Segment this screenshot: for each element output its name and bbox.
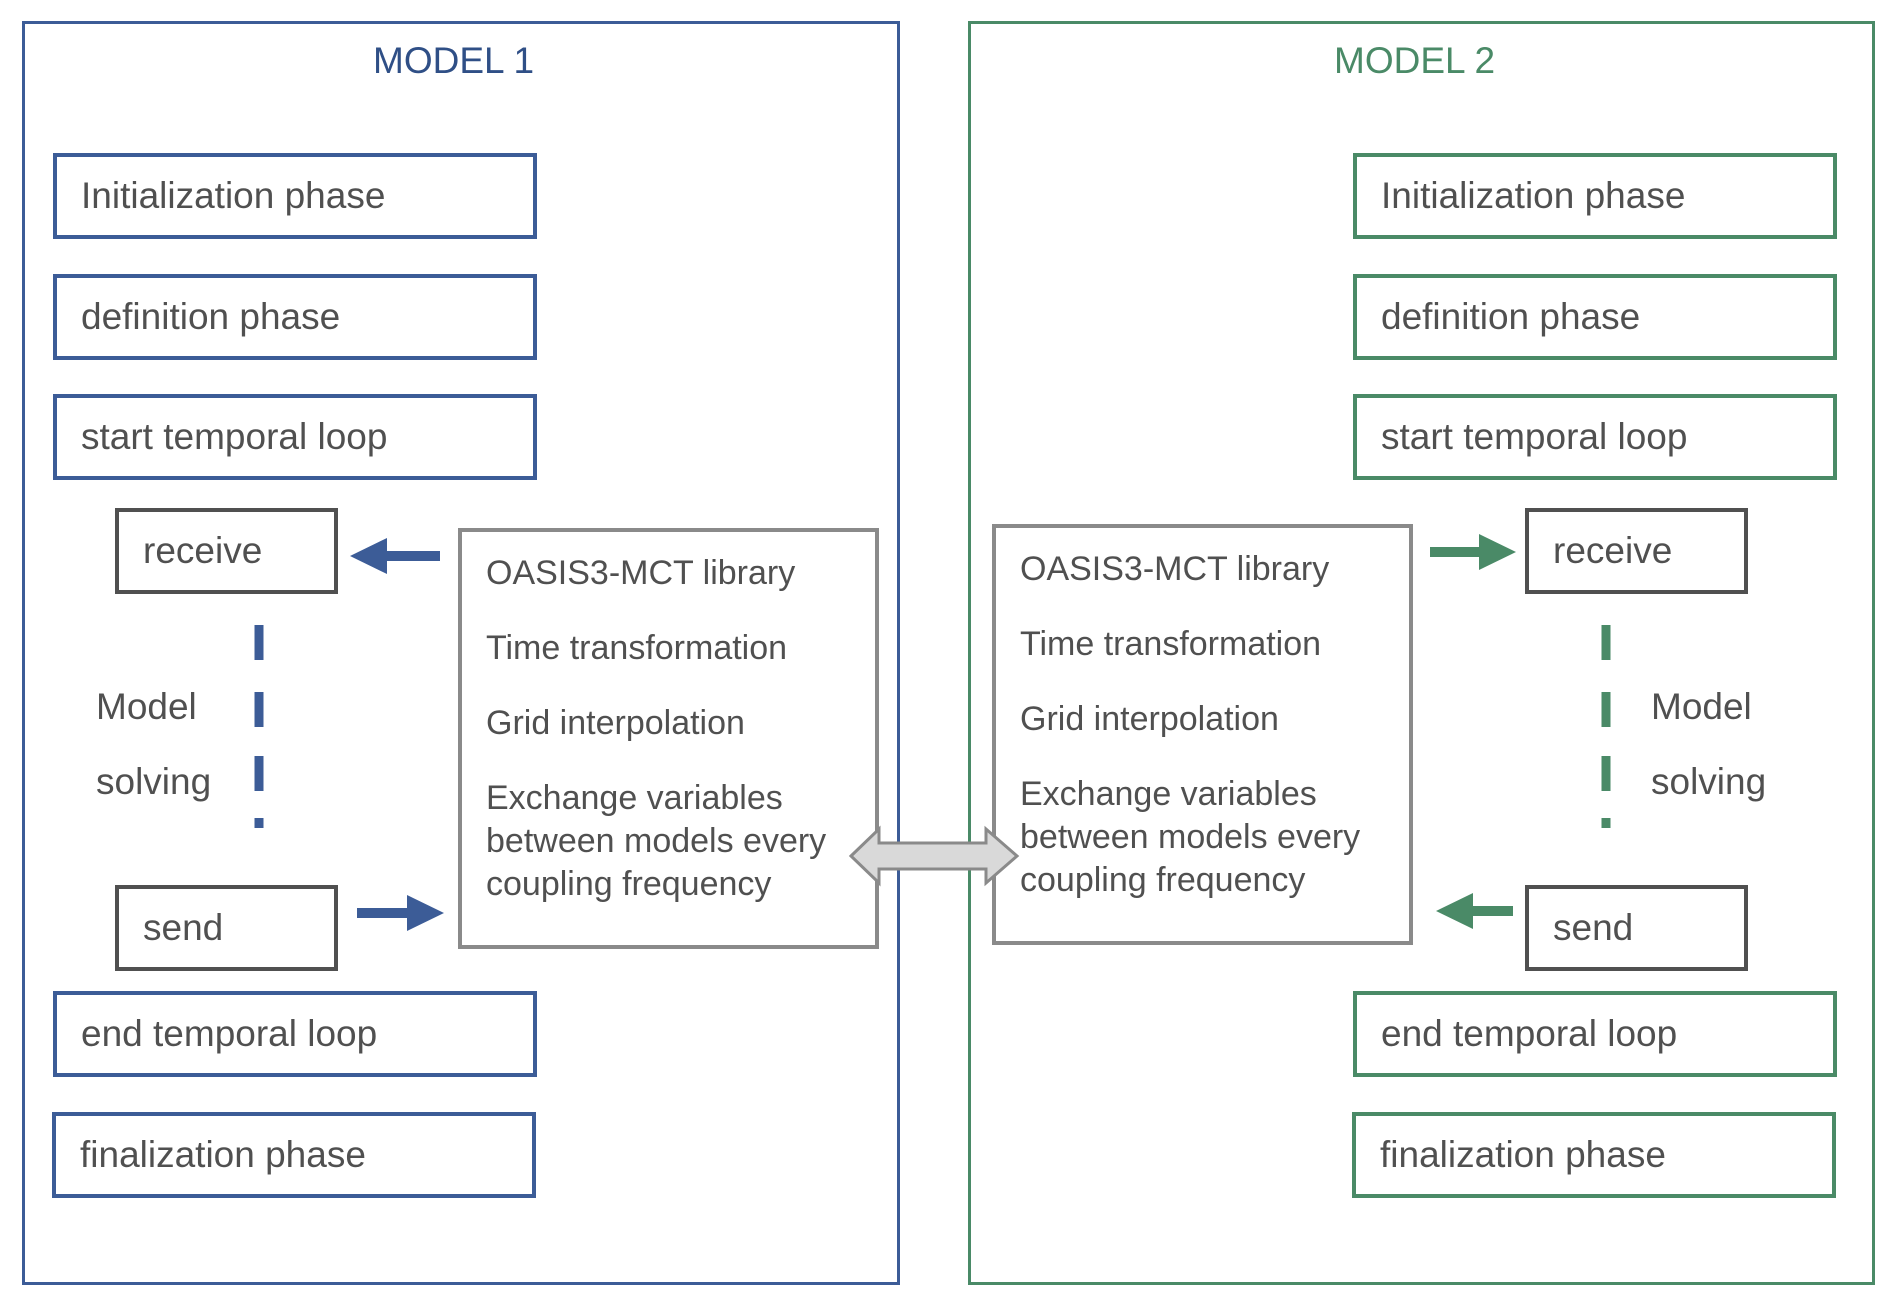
model-2-library-box: OASIS3-MCT library Time transformation G… <box>992 524 1413 945</box>
model-1-definition-label: definition phase <box>81 296 341 337</box>
model-1-finalization-label: finalization phase <box>80 1134 366 1175</box>
model-2-definition-phase: definition phase <box>1353 274 1837 360</box>
model-2-definition-label: definition phase <box>1381 296 1641 337</box>
model-2-title: MODEL 2 <box>1334 40 1496 81</box>
model-1-end-temporal-loop: end temporal loop <box>53 991 537 1077</box>
model-2-solving-word-1: Model <box>1651 686 1752 727</box>
model-2-receive-label: receive <box>1553 530 1673 571</box>
model-1-solving-word-2: solving <box>96 761 212 802</box>
model-2-initialization-label: Initialization phase <box>1381 175 1686 216</box>
model-2-finalization-label: finalization phase <box>1380 1134 1666 1175</box>
model-2-panel <box>968 21 1875 1285</box>
model-2-library-exchange-line-1: Exchange variables <box>1020 775 1317 813</box>
model-2-send-label: send <box>1553 907 1634 948</box>
model-1-solving-word-1: Model <box>96 686 197 727</box>
model-1-library-title: OASIS3-MCT library <box>486 554 796 592</box>
model-1-library-exchange-line-2: between models every <box>486 822 827 860</box>
model-1-receive-label: receive <box>143 530 263 571</box>
model-2-library-time-transformation: Time transformation <box>1020 625 1322 663</box>
model-1-initialization-phase: Initialization phase <box>53 153 537 239</box>
model-2-library-exchange-line-2: between models every <box>1020 818 1361 856</box>
model-1-send-box: send <box>115 885 338 971</box>
model-1-library-exchange-line-1: Exchange variables <box>486 779 783 817</box>
model-1-finalization-phase: finalization phase <box>52 1112 536 1198</box>
model-2-start-temporal-loop: start temporal loop <box>1353 394 1837 480</box>
model-1-initialization-label: Initialization phase <box>81 175 386 216</box>
model-1-panel <box>22 21 900 1285</box>
model-1-library-box: OASIS3-MCT library Time transformation G… <box>458 528 879 949</box>
model-2-library-exchange-line-3: coupling frequency <box>1020 861 1306 899</box>
model-2-end-loop-label: end temporal loop <box>1381 1013 1678 1054</box>
model-1-library-time-transformation: Time transformation <box>486 629 788 667</box>
model-1-end-loop-label: end temporal loop <box>81 1013 378 1054</box>
model-2-start-loop-label: start temporal loop <box>1381 416 1688 457</box>
model-2-end-temporal-loop: end temporal loop <box>1353 991 1837 1077</box>
model-2-initialization-phase: Initialization phase <box>1353 153 1837 239</box>
model-1-title: MODEL 1 <box>373 40 535 81</box>
model-2-finalization-phase: finalization phase <box>1352 1112 1836 1198</box>
model-1-receive-box: receive <box>115 508 338 594</box>
model-2-solving-word-2: solving <box>1651 761 1767 802</box>
model-1-library-grid-interpolation: Grid interpolation <box>486 704 745 742</box>
model-2-send-box: send <box>1525 885 1748 971</box>
model-1-start-loop-label: start temporal loop <box>81 416 388 457</box>
model-1-library-exchange-line-3: coupling frequency <box>486 865 772 903</box>
model-1-start-temporal-loop: start temporal loop <box>53 394 537 480</box>
model-1-definition-phase: definition phase <box>53 274 537 360</box>
model-2-library-grid-interpolation: Grid interpolation <box>1020 700 1279 738</box>
model-2-receive-box: receive <box>1525 508 1748 594</box>
model-1-send-label: send <box>143 907 224 948</box>
model-2-library-title: OASIS3-MCT library <box>1020 550 1330 588</box>
